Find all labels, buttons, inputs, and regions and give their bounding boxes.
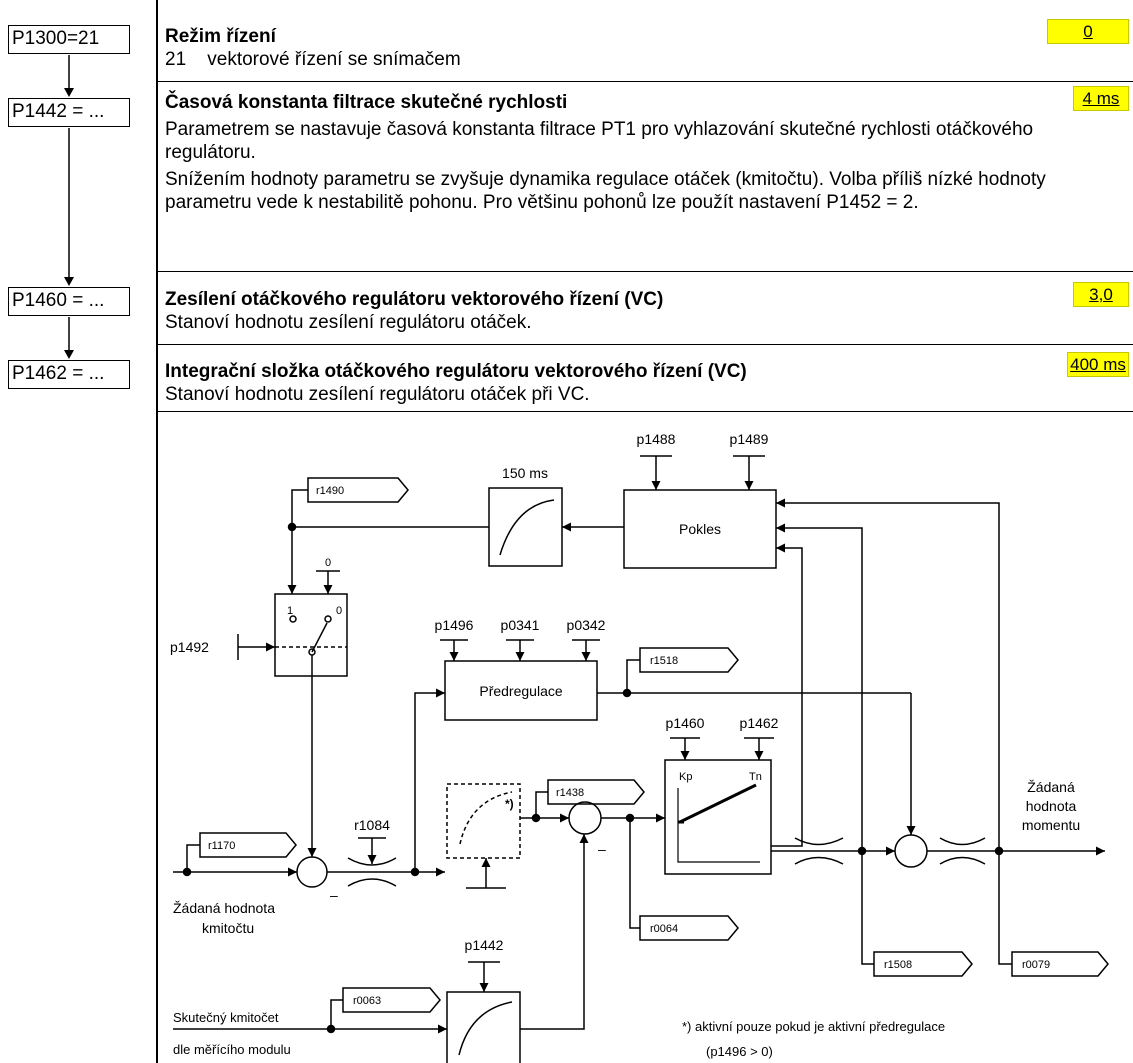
param-box-p1442: P1442 = ... [8,98,130,127]
sum-point [568,801,602,835]
label-switch-zero: 0 [325,557,331,569]
label-filter-time: 150 ms [502,465,548,481]
section-filter-constant: Časová konstanta filtrace skutečné rychl… [165,91,1129,214]
label-r0079: r0079 [1022,959,1050,971]
signal-tag-r1508 [873,951,973,977]
signal-tag-r0064 [639,915,739,941]
label-r1170: r1170 [208,840,235,852]
section-title: Zesílení otáčkového regulátoru vektorové… [165,289,664,310]
label-p1460: p1460 [666,715,705,731]
section-gain: Zesílení otáčkového regulátoru vektorové… [165,288,1129,334]
content-border-left [156,0,158,1063]
label-output-2: hodnota [1026,798,1077,814]
label-r0064: r0064 [650,923,678,935]
signal-tag-r1518 [639,647,739,673]
signal-tag-r1490 [307,477,409,503]
pt1-filter-150ms-block [488,487,563,567]
param-box-p1300: P1300=21 [8,25,130,54]
label-pokles: Pokles [679,521,721,537]
label-kp: Kp [679,771,692,783]
value-badge: 4 ms [1073,86,1129,111]
section-title: Integrační složka otáčkového regulátoru … [165,361,747,382]
section-paragraph: Snížením hodnoty parametru se zvyšuje dy… [165,169,1046,213]
pokles-block [623,489,777,569]
section-text: Stanoví hodnotu zesílení regulátoru otáč… [165,384,590,405]
label-r1518: r1518 [650,655,678,667]
label-p1442: p1442 [465,937,504,953]
label-p0341: p0341 [501,617,540,633]
label-actual-2: dle měřícího modulu [173,1042,291,1057]
precontrol-curve [459,791,513,845]
label-switch-in1: 1 [287,605,293,617]
filter-curve [499,499,555,556]
label-output-3: momentu [1022,817,1080,833]
section-text: Stanoví hodnotu zesílení regulátoru otáč… [165,312,532,333]
sum-point [894,834,928,868]
speed-controller-block [664,759,772,875]
label-r1508: r1508 [884,959,912,971]
value-badge: 0 [1047,19,1129,44]
signal-tag-r1438 [547,779,645,805]
precontrol-filter-block [446,783,521,859]
label-switch-in0: 0 [336,605,342,617]
section-rezim-rizeni: Režim řízení 21 vektorové řízení se sním… [165,25,1129,71]
signal-tag-r0063 [342,987,441,1013]
param-flow-arrows [64,55,74,359]
label-p1492: p1492 [170,639,209,655]
label-p1488: p1488 [637,431,676,447]
footnote-line-2: (p1496 > 0) [706,1044,773,1059]
label-star: *) [505,797,514,811]
divider [156,81,1133,82]
sum-point [296,856,328,888]
label-r1490: r1490 [316,485,344,497]
label-predregulace: Předregulace [479,683,562,699]
label-setpoint-2: kmitočtu [202,920,254,936]
actual-filter-curve [458,1001,513,1056]
value-badge: 3,0 [1073,282,1129,307]
section-integral: Integrační složka otáčkového regulátoru … [165,360,1129,406]
predregulace-block [444,660,598,721]
label-p0342: p0342 [567,617,606,633]
label-r1438: r1438 [556,787,584,799]
actual-filter-block [446,991,521,1063]
label-r0063: r0063 [353,995,381,1007]
label-p1496: p1496 [435,617,474,633]
section-title: Režim řízení [165,26,276,47]
label-minus-1: – [330,887,338,903]
switch-block [274,593,348,677]
param-box-p1462: P1462 = ... [8,360,130,389]
label-tn: Tn [749,771,762,783]
section-title: Časová konstanta filtrace skutečné rychl… [165,92,568,113]
label-p1462: p1462 [740,715,779,731]
value-badge: 400 ms [1067,352,1129,377]
label-minus-2: – [598,841,606,857]
section-text: 21 vektorové řízení se snímačem [165,49,461,70]
param-box-p1460: P1460 = ... [8,287,130,316]
divider [156,271,1133,272]
label-output-1: Žádaná [1027,779,1075,795]
divider [156,344,1133,345]
signal-tag-r0079 [1011,951,1109,977]
divider [156,411,1133,412]
label-actual-1: Skutečný kmitočet [173,1010,279,1025]
label-r1084: r1084 [354,817,390,833]
label-p1489: p1489 [730,431,769,447]
label-setpoint-1: Žádaná hodnota [173,900,275,916]
footnote-line-1: *) aktivní pouze pokud je aktivní předre… [682,1019,945,1034]
section-paragraph: Parametrem se nastavuje časová konstanta… [165,119,1034,163]
signal-tag-r1170 [199,832,297,858]
